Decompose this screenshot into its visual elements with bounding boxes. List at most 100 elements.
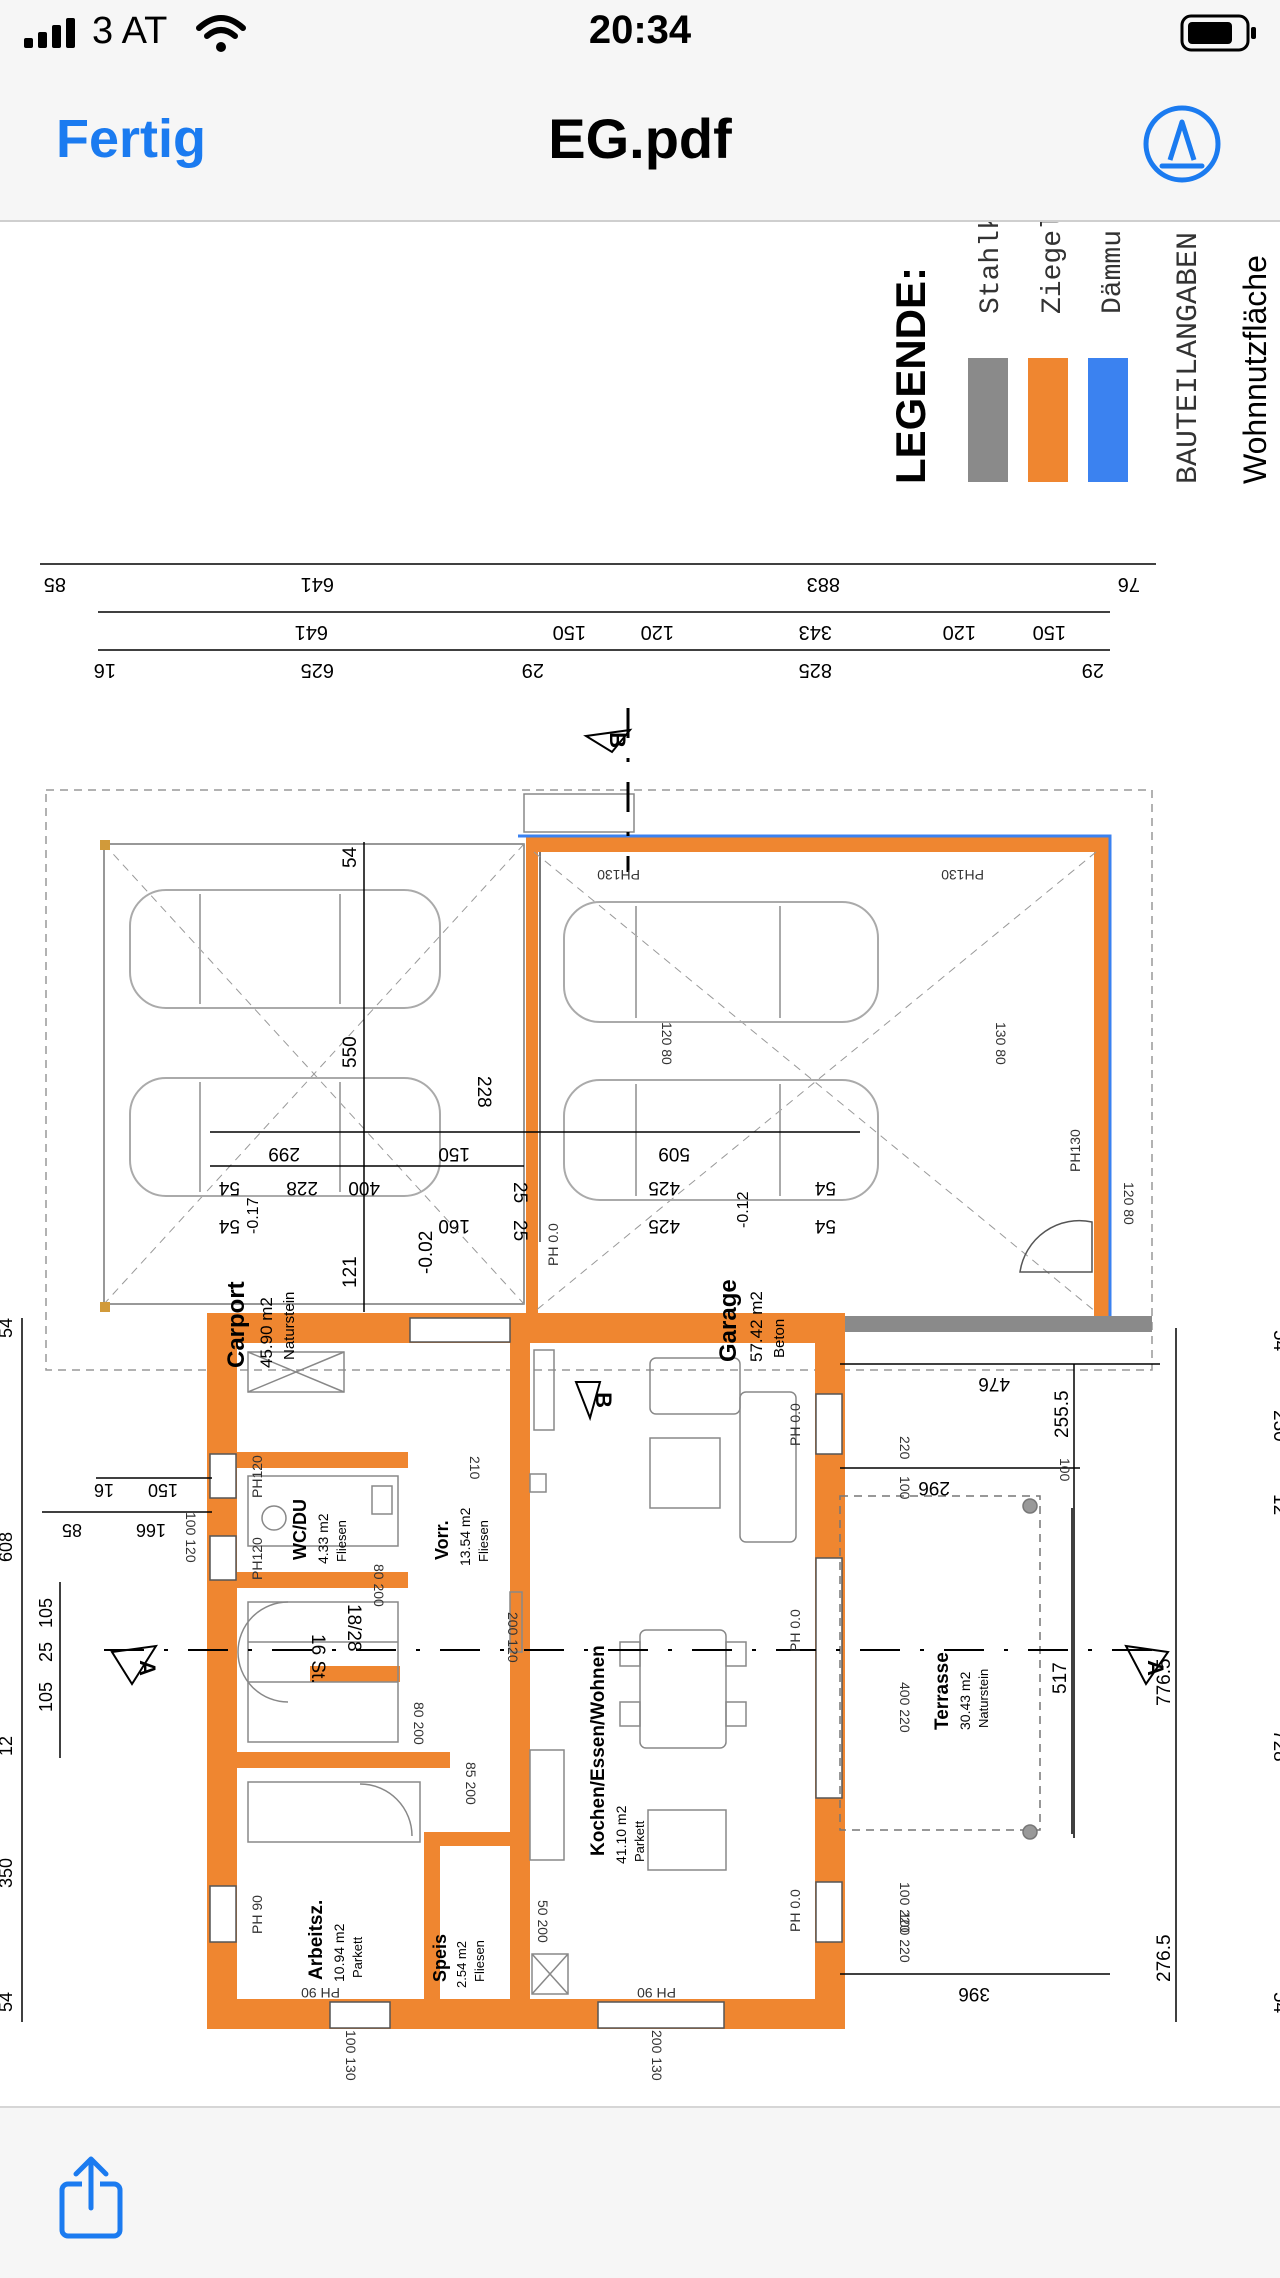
- wifi-icon: [196, 15, 246, 52]
- garage-425a: 425: [648, 1177, 680, 1198]
- dim-right-517: 517: [1050, 1662, 1071, 1694]
- dim-left-h: 54: [0, 1992, 16, 2012]
- terrace: [839, 1495, 1041, 1840]
- mark-10: PH 90: [637, 1985, 676, 2001]
- dim-inner-16: 16: [94, 1480, 114, 1500]
- legend: LEGENDE: Stahlk Ziegel Dämmu BAUTEILANGA…: [887, 222, 1273, 484]
- dim-right-296: 296: [918, 1477, 950, 1498]
- pdf-page[interactable]: LEGENDE: Stahlk Ziegel Dämmu BAUTEILANGA…: [0, 222, 1280, 2106]
- dim-far-12: 12: [1269, 1494, 1280, 1515]
- carport-54b: 54: [218, 1177, 240, 1198]
- garage-25b: 25: [509, 1220, 530, 1241]
- room-wc-area: 4.33 m2: [315, 1513, 331, 1564]
- done-button[interactable]: Fertig: [56, 109, 207, 169]
- opening-3: 120 80: [1121, 1182, 1137, 1225]
- stair-ratio: 18/28: [343, 1604, 364, 1652]
- carport-54: 54: [340, 846, 361, 868]
- legend-swatch-steel: [968, 358, 1008, 482]
- mark-7: PH 0.0: [787, 1403, 803, 1446]
- room-carport-area: 45.90 m2: [257, 1297, 276, 1368]
- room-arbeitsz-floor: Parkett: [350, 1936, 365, 1978]
- opening-1: 120 80: [659, 1022, 675, 1065]
- legend-swatch-brick: [1028, 358, 1068, 482]
- opening-12: 100 130: [343, 2030, 359, 2081]
- opening-2: 130 80: [993, 1022, 1009, 1065]
- mark-4: PH 0.0: [545, 1223, 561, 1266]
- carport-299: 299: [268, 1143, 300, 1164]
- mark-12: PH120: [249, 1537, 265, 1580]
- house-walls: [207, 1313, 845, 2029]
- mark-3: PH130: [1067, 1129, 1083, 1172]
- legend-wohn: Wohnnutzfläche: [1237, 255, 1273, 484]
- carrier-label: 3 AT: [92, 10, 168, 52]
- dim-top-3e: 29: [1082, 659, 1104, 681]
- dim-top-1d: 76: [1118, 573, 1140, 595]
- section-b-top: B: [605, 732, 630, 748]
- room-arbeitsz-area: 10.94 m2: [331, 1923, 347, 1982]
- top-dimensions: 85 641 883 76 641 150 120 343 120 150 16…: [40, 563, 1156, 681]
- opening-9: 400 220: [897, 1682, 913, 1733]
- dim-right-255: 255.5: [1052, 1390, 1073, 1438]
- garage-425b: 425: [648, 1215, 680, 1236]
- dim-top-3b: 625: [301, 659, 334, 681]
- dim-left-b: 608: [0, 1532, 16, 1562]
- dim-far-728: 728: [1269, 1730, 1280, 1762]
- garage-54b: 54: [814, 1215, 836, 1236]
- bottom-toolbar: [0, 2106, 1280, 2278]
- room-speis-floor: Fliesen: [472, 1940, 487, 1982]
- cellular-signal-icon: [24, 18, 75, 48]
- dim-top-3d: 825: [799, 659, 832, 681]
- room-vorr-area: 13.54 m2: [457, 1507, 473, 1566]
- room-vorr-floor: Fliesen: [476, 1520, 491, 1562]
- room-garage-name: Garage: [715, 1279, 742, 1362]
- opening-7: 220: [897, 1436, 913, 1460]
- room-speis-name: Speis: [430, 1934, 450, 1982]
- section-b-mid: B: [591, 1392, 616, 1408]
- parking-dimensions: 550 299 228 400 160 121 54 54 54 228 509…: [210, 842, 860, 1684]
- opening-14: 80 200: [371, 1564, 387, 1607]
- car-outlines: [129, 889, 879, 1201]
- room-labels: Carport 45.90 m2 Naturstein -0.17 Garage…: [223, 1191, 991, 1988]
- right-dimensions: 476 255.5 296 776.5 517 276.5 396 54 230…: [840, 1328, 1280, 2022]
- room-speis-area: 2.54 m2: [454, 1941, 469, 1988]
- stair-steps: 16 St.: [307, 1634, 328, 1684]
- room-arbeitsz-name: Arbeitsz.: [306, 1900, 327, 1980]
- dim-left-a: 54: [0, 1318, 16, 1338]
- dim-top-2a: 641: [295, 621, 328, 643]
- dim-inner-85: 85: [62, 1520, 82, 1540]
- share-icon[interactable]: [56, 2154, 126, 2242]
- room-garage-area: 57.42 m2: [747, 1291, 766, 1362]
- dim-far-54a: 54: [1269, 1330, 1280, 1352]
- room-carport-name: Carport: [223, 1281, 250, 1368]
- opening-marks: PH130 PH130 PH130 PH 0.0 PH 0.0 PH 0.0 P…: [183, 867, 1137, 2081]
- dim-far-230: 230: [1269, 1410, 1280, 1442]
- opening-17: 80 200: [411, 1702, 427, 1745]
- dim-right-776: 776.5: [1154, 1658, 1175, 1706]
- garage-25a: 25: [509, 1182, 530, 1203]
- status-bar: 3 AT 20:34: [0, 0, 1280, 70]
- section-markers: A A B B: [104, 708, 1170, 1686]
- carport-400: 400: [348, 1177, 380, 1198]
- floor-plan-drawing: LEGENDE: Stahlk Ziegel Dämmu BAUTEILANGA…: [0, 222, 1280, 2081]
- dim-left-c: 105: [36, 1598, 56, 1628]
- furniture: [237, 1349, 797, 1995]
- markup-pen-icon[interactable]: [1140, 102, 1224, 186]
- dim-top-2c: 120: [641, 621, 674, 643]
- room-carport-floor: Naturstein: [281, 1292, 298, 1360]
- carport-228b: 228: [473, 1076, 494, 1108]
- opening-5: 210: [467, 1456, 483, 1480]
- room-kochen-name: Kochen/Essen/Wohnen: [588, 1645, 609, 1856]
- mark-2: PH130: [941, 867, 984, 883]
- dim-inner-150: 150: [148, 1480, 178, 1500]
- mark-6: PH 0.0: [787, 1889, 803, 1932]
- legend-swatch-insulation: [1088, 358, 1128, 482]
- dim-top-2f: 150: [1033, 621, 1066, 643]
- left-dimensions: 54 608 105 25 105 12 350 54 150 16 166 8…: [0, 1318, 212, 2022]
- opening-13: 200 130: [649, 2030, 665, 2081]
- dim-top-3c: 29: [522, 659, 544, 681]
- legend-item-steel: Stahlk: [976, 222, 1007, 314]
- opening-16: 85 200: [463, 1762, 479, 1805]
- mark-8: PH 90: [249, 1895, 265, 1934]
- section-a-left: A: [135, 1660, 160, 1676]
- opening-18: 200 120: [505, 1612, 521, 1663]
